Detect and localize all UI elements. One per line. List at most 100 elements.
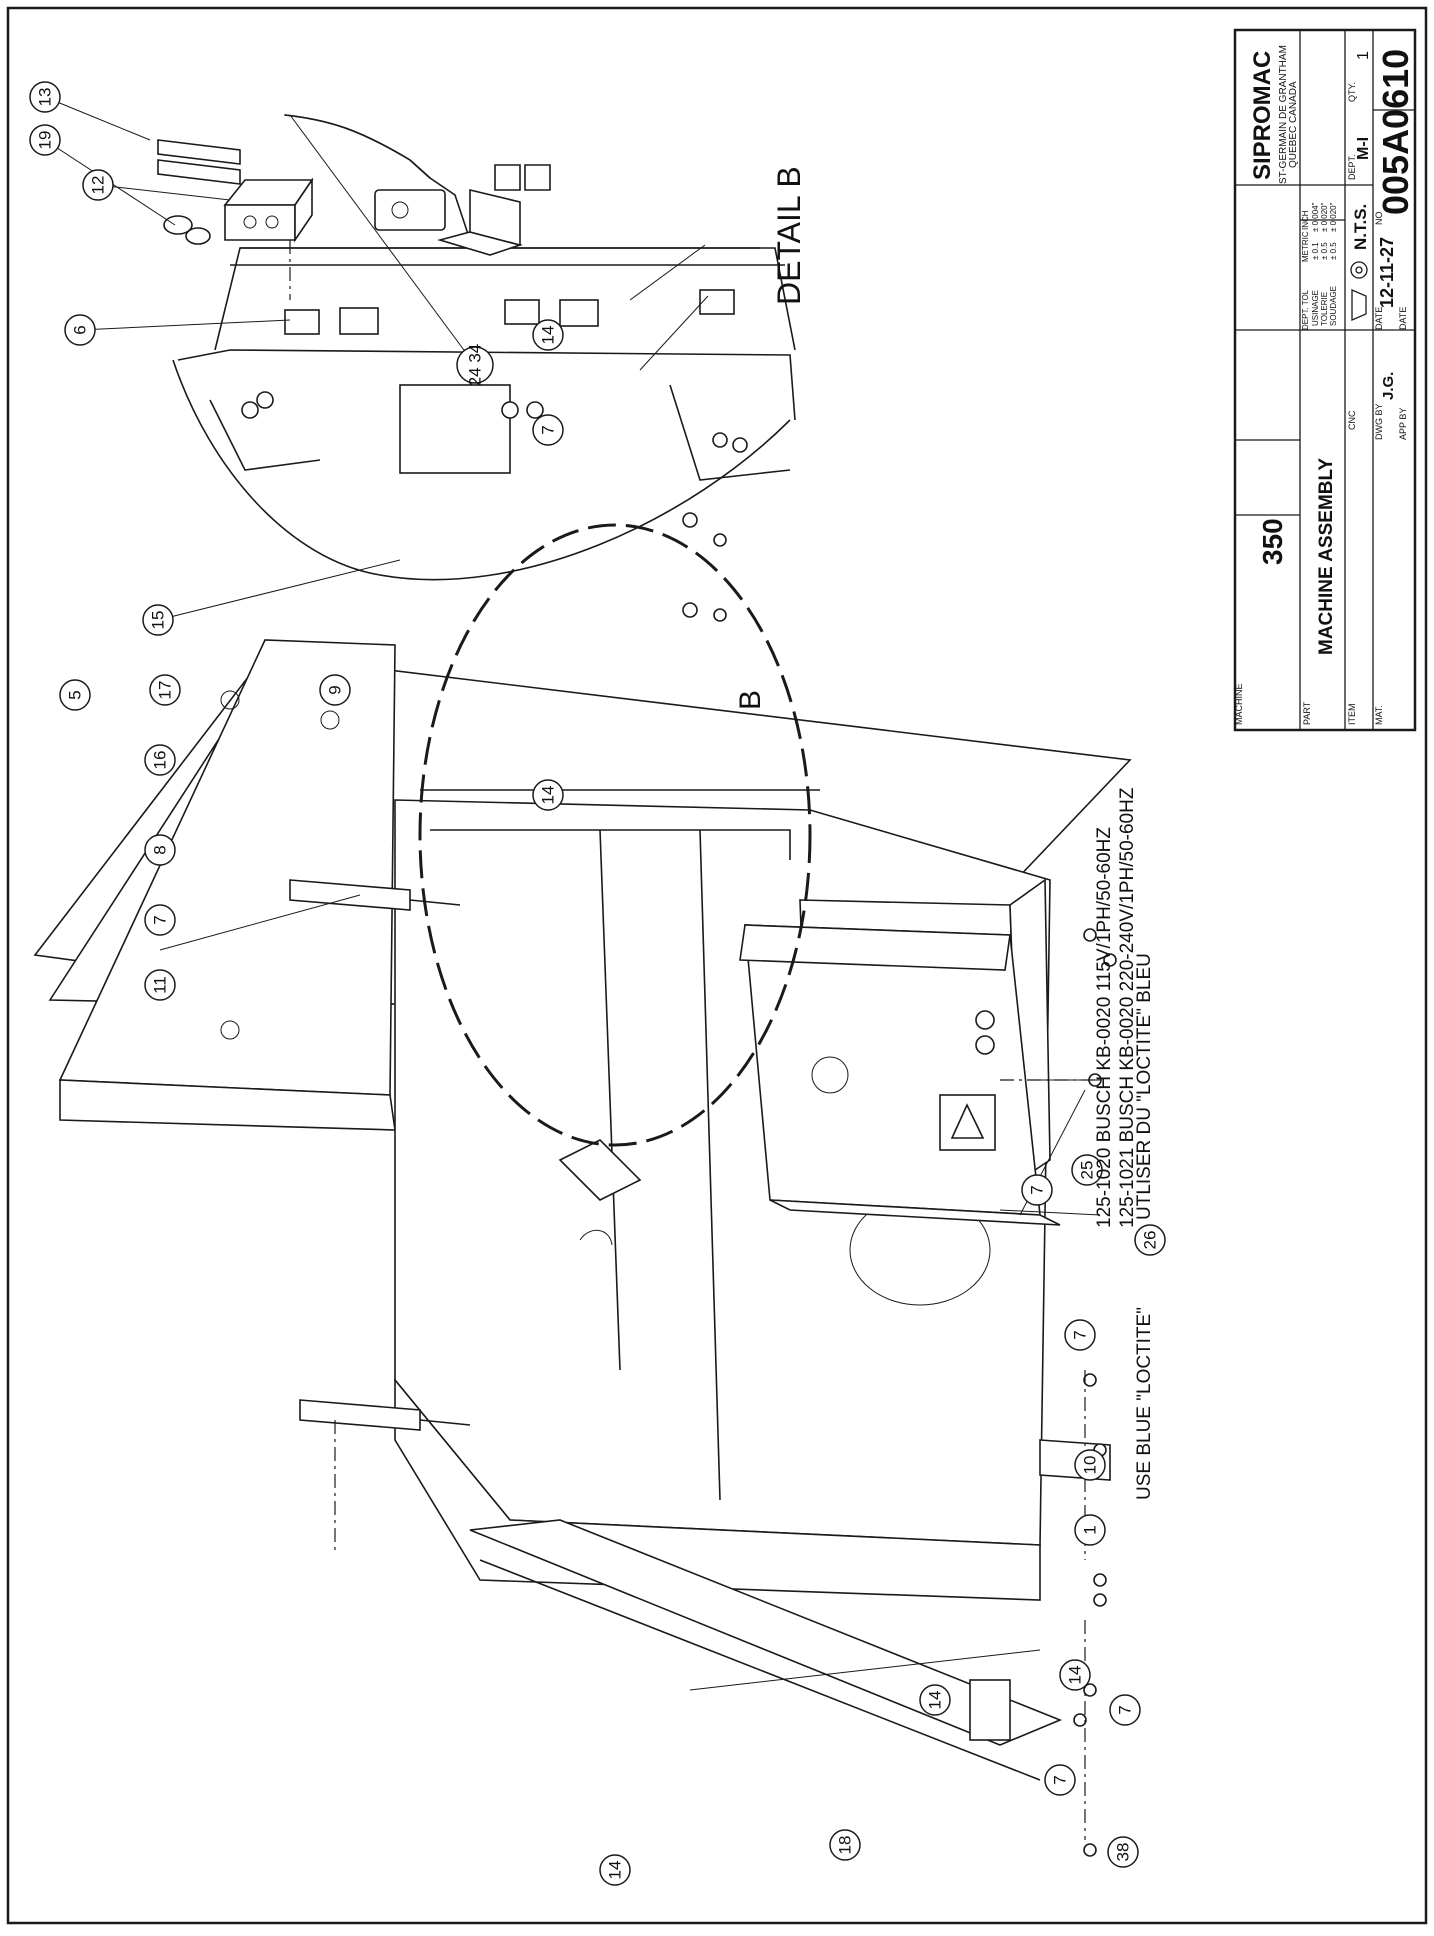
tol-header: DEPT. TOL: [1301, 289, 1310, 330]
svg-text:14: 14: [926, 1691, 945, 1710]
svg-text:6: 6: [71, 325, 90, 334]
detail-b-nuts: [241, 391, 748, 453]
balloon-14: 14: [599, 1854, 631, 1886]
svg-text:19: 19: [36, 131, 55, 150]
balloon-7: 7: [1021, 1174, 1053, 1206]
balloon-38: 38: [1107, 1836, 1139, 1868]
company-name: SIPROMAC: [1249, 51, 1276, 180]
balloon-14: 14: [532, 779, 564, 811]
svg-text:1: 1: [1081, 1525, 1100, 1534]
machine-value: 350: [1257, 518, 1288, 565]
svg-text:38: 38: [1114, 1843, 1133, 1862]
tol-inch-0: ± 0.004": [1311, 202, 1320, 232]
scale-value: N.T.S.: [1351, 204, 1370, 250]
balloon-9: 9: [319, 674, 351, 706]
qty-value: 1: [1355, 51, 1372, 60]
fasteners: [682, 512, 1117, 1857]
svg-text:10: 10: [1081, 1456, 1100, 1475]
balloon-8: 8: [144, 834, 176, 866]
dept-value: M-I: [1355, 137, 1372, 160]
tol-dept-1: TOLERIE: [1320, 292, 1329, 326]
svg-text:18: 18: [836, 1836, 855, 1855]
metric-header: METRIC: [1301, 231, 1310, 262]
balloon-7: 7: [1044, 1764, 1076, 1796]
svg-text:24 34: 24 34: [466, 344, 485, 387]
washers-19: [163, 215, 211, 245]
lid-5: [58, 639, 396, 1131]
tol-dept-2: SOUDAGE: [1329, 286, 1338, 326]
svg-text:14: 14: [606, 1861, 625, 1880]
balloon-7: 7: [144, 904, 176, 936]
svg-text:25: 25: [1078, 1161, 1097, 1180]
balloon-24-34: 24 34: [456, 344, 494, 387]
screws-13: [157, 139, 241, 185]
rails-18: [469, 1519, 1063, 1781]
tol-metric-0: ± 0.1: [1311, 242, 1320, 260]
svg-text:17: 17: [156, 681, 175, 700]
tol-dept-0: USINAGE: [1311, 290, 1320, 326]
inch-header: INCH: [1301, 210, 1310, 230]
tol-inch-1: ± 0.020": [1320, 202, 1329, 232]
block-12: [223, 177, 314, 243]
balloon-14: 14: [1059, 1659, 1091, 1691]
balloon-25: 25: [1071, 1154, 1103, 1186]
svg-text:7: 7: [539, 425, 558, 434]
tol-metric-1: ± 0.5: [1320, 242, 1329, 260]
svg-text:14: 14: [539, 326, 558, 345]
gas-springs-9: [289, 879, 471, 1431]
balloon-16: 16: [144, 744, 176, 776]
svg-text:9: 9: [326, 685, 345, 694]
main-assembly-view: B: [33, 512, 1132, 1857]
dept-label: DEPT.: [1347, 154, 1357, 180]
svg-text:14: 14: [1066, 1666, 1085, 1685]
mat-label: MAT.: [1374, 705, 1384, 725]
bolts-17: [494, 164, 551, 191]
balloon-10: 10: [1074, 1449, 1106, 1481]
cover-24-34: [739, 924, 1061, 1226]
svg-text:5: 5: [66, 690, 85, 699]
detail-b-clips: [284, 289, 735, 335]
company-address-2: QUEBEC CANADA: [1288, 81, 1299, 168]
item-balloons: 13 19 12 6 15 17 16 8 7 11 14 7 14 5 9 2…: [29, 81, 1141, 1886]
svg-text:13: 13: [36, 88, 55, 107]
dwg-by-value: J.G.: [1380, 372, 1397, 400]
balloon-14: 14: [919, 1684, 951, 1716]
svg-text:7: 7: [1116, 1705, 1135, 1714]
pump-note-1: 125-1020 BUSCH KB-0020 115V/1PH/50-60HZ: [1094, 827, 1115, 1228]
detail-b-label-plate: [399, 384, 511, 474]
balloon-1: 1: [1074, 1514, 1106, 1546]
svg-text:7: 7: [151, 915, 170, 924]
pump-note-2: 125-1021 BUSCH KB-0020 220-240V/1PH/50-6…: [1117, 787, 1138, 1228]
no-label: NO: [1374, 212, 1384, 226]
balloon-7: 7: [1109, 1694, 1141, 1726]
cnc-label: CNC: [1347, 410, 1357, 430]
balloon-11: 11: [144, 969, 176, 1001]
balloon-14: 14: [532, 319, 564, 351]
date2-label: DATE: [1398, 307, 1408, 330]
balloon-18: 18: [829, 1829, 861, 1861]
qty-label: QTY.: [1347, 82, 1357, 102]
warning-label: [939, 1094, 996, 1151]
loctite-note-fr: UTLISER DU "LOCTITE" BLEU: [1134, 953, 1155, 1220]
svg-text:15: 15: [149, 611, 168, 630]
company-address-1: ST-GERMAIN DE GRANTHAM: [1278, 45, 1289, 184]
detail-b-view: DETAIL B: [157, 114, 807, 581]
svg-text:7: 7: [1071, 1330, 1090, 1339]
svg-text:8: 8: [151, 845, 170, 854]
balloon-7: 7: [532, 414, 564, 446]
svg-text:7: 7: [1051, 1775, 1070, 1784]
balloon-5: 5: [59, 679, 91, 711]
balloon-7: 7: [1064, 1319, 1096, 1351]
machine-label: MACHINE: [1234, 683, 1244, 725]
loctite-note-en: USE BLUE "LOCTITE": [1134, 1307, 1155, 1500]
tol-metric-2: ± 0.5: [1329, 242, 1338, 260]
date-value: 12-11-27: [1377, 237, 1397, 308]
item-label: ITEM: [1347, 704, 1357, 726]
balloon-13: 13: [29, 81, 61, 113]
balloon-17: 17: [149, 674, 181, 706]
balloon-6: 6: [64, 314, 96, 346]
svg-text:14: 14: [539, 786, 558, 805]
svg-text:16: 16: [151, 751, 170, 770]
